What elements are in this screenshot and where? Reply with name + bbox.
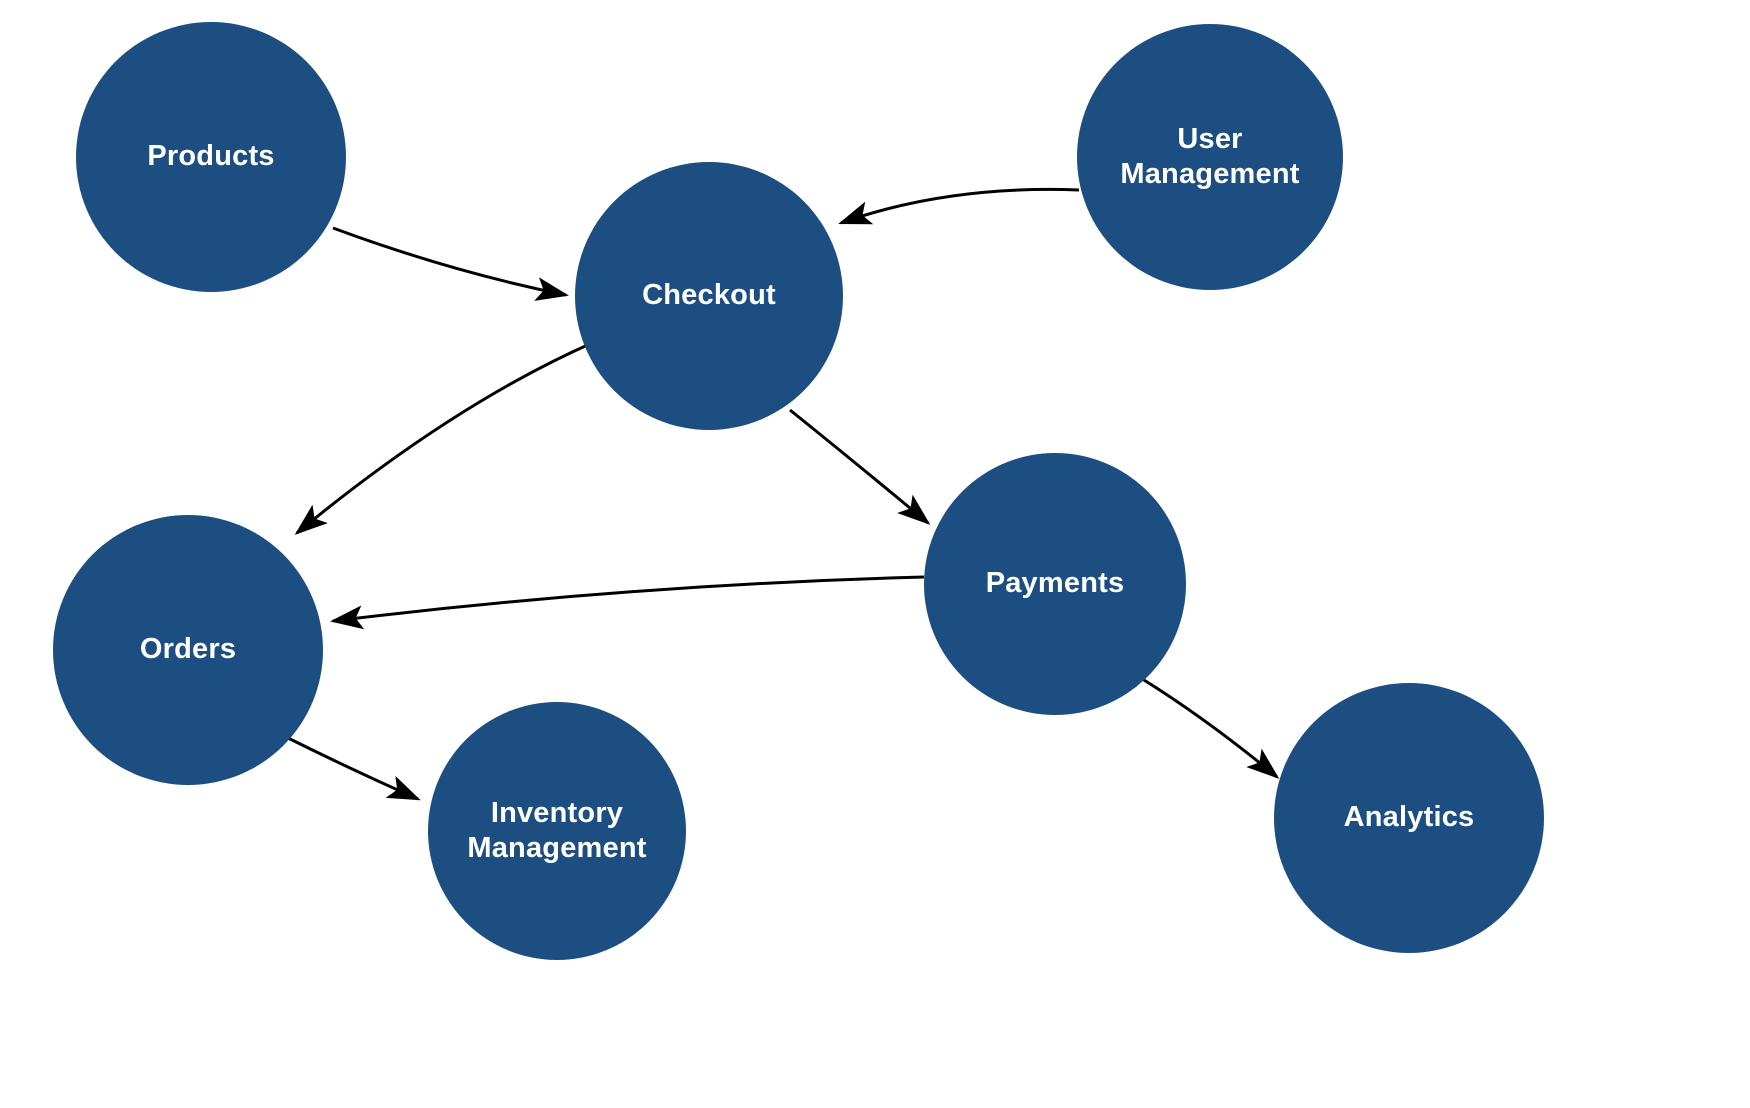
node-analytics[interactable]: Analytics (1274, 683, 1544, 953)
node-user-management[interactable]: User Management (1077, 24, 1343, 290)
node-checkout-label: Checkout (642, 279, 776, 312)
edge-products-to-checkout (332, 226, 569, 301)
edge-checkout-to-orders (294, 341, 593, 535)
node-orders[interactable]: Orders (53, 515, 323, 785)
node-payments[interactable]: Payments (924, 453, 1186, 715)
edge-payments-to-orders (330, 575, 925, 630)
node-products-label: Products (147, 140, 275, 173)
edge-user-management-to-checkout (838, 187, 1080, 225)
edge-payments-to-analytics (1135, 673, 1280, 779)
node-analytics-label: Analytics (1343, 801, 1475, 834)
edge-orders-to-inventory-management (281, 733, 421, 801)
node-orders-label: Orders (139, 633, 237, 666)
node-inventory-management[interactable]: Inventory Management (428, 702, 686, 960)
node-inventory-management-label: Inventory Management (467, 796, 647, 864)
node-products[interactable]: Products (76, 22, 346, 292)
node-checkout[interactable]: Checkout (575, 162, 843, 430)
edge-checkout-to-payments (789, 408, 931, 525)
node-user-management-label: User Management (1120, 122, 1300, 190)
node-payments-label: Payments (985, 567, 1125, 600)
